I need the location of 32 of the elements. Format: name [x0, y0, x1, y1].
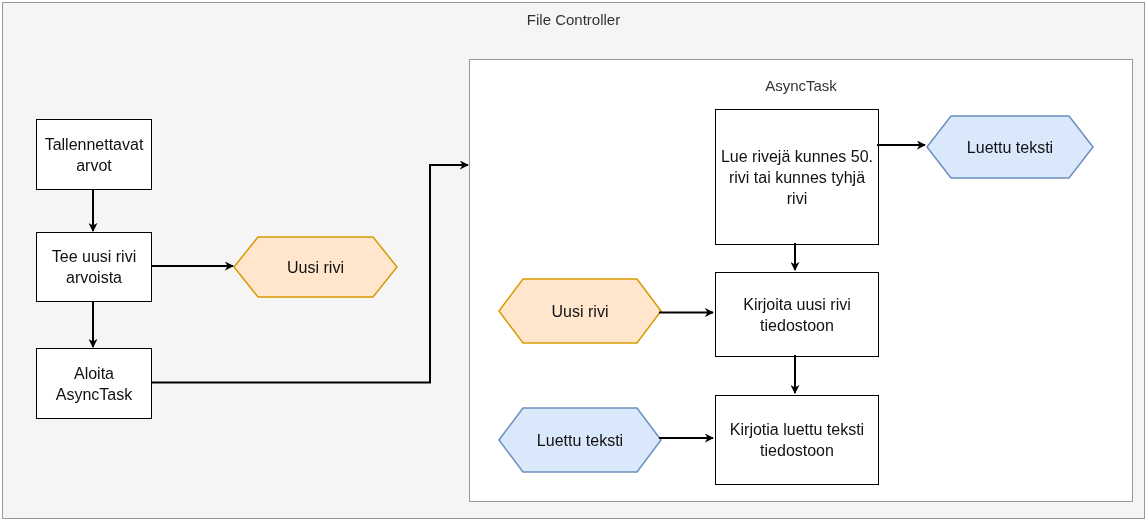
data-hexagon — [499, 408, 661, 472]
arrow — [658, 308, 714, 317]
container-heading: AsyncTask — [764, 77, 838, 94]
arrow — [790, 354, 800, 394]
process-box — [715, 109, 879, 245]
arrow — [150, 261, 234, 271]
node-label: Lue rivejä kunnes 50. rivi tai kunnes tyhjä rivi — [719, 146, 875, 209]
container-heading: File Controller — [525, 11, 622, 28]
node-label: Luettu teksti — [965, 137, 1055, 158]
arrow — [790, 242, 800, 271]
arrow — [150, 160, 469, 384]
process-box — [715, 272, 879, 357]
process-box — [36, 119, 152, 190]
data-hexagon — [927, 116, 1093, 178]
container-panel — [469, 59, 1133, 502]
process-box — [715, 395, 879, 485]
node-label: Aloita AsyncTask — [54, 363, 134, 405]
node-label: Kirjotia luettu teksti tiedostoon — [728, 420, 866, 461]
arrow — [876, 140, 926, 150]
node-label: Tallennettavat arvot — [43, 134, 145, 176]
node-label: Uusi rivi — [286, 257, 345, 278]
node-label: Uusi rivi — [550, 301, 610, 322]
node-label: Tee uusi rivi arvoista — [50, 247, 138, 288]
arrow — [658, 433, 714, 443]
data-hexagon — [499, 279, 661, 343]
data-hexagon — [234, 237, 397, 297]
process-box — [36, 232, 152, 302]
arrow — [88, 300, 98, 348]
node-label: Kirjoita uusi rivi tiedostoon — [742, 294, 852, 336]
process-box — [36, 348, 152, 419]
arrow — [88, 188, 98, 232]
node-label: Luettu teksti — [535, 430, 625, 451]
